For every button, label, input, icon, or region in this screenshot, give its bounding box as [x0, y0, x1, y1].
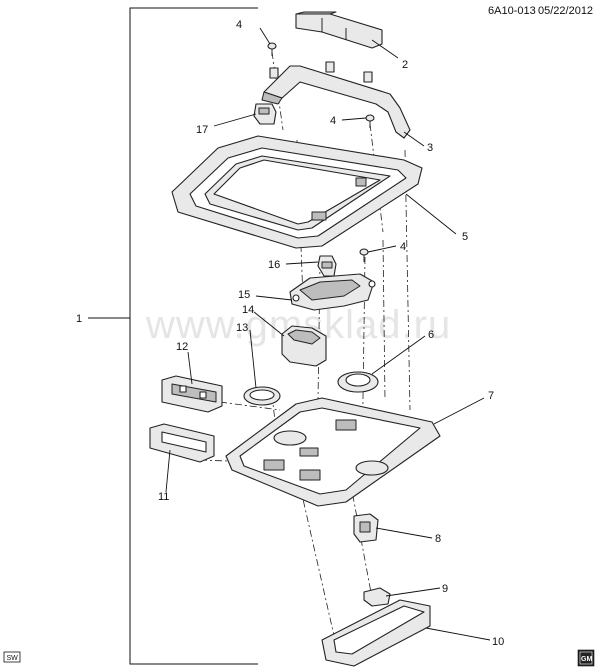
part-4-screw-b: [365, 114, 375, 128]
part-8-connector: [353, 513, 379, 543]
callout-4a: 4: [236, 19, 242, 31]
callout-17: 17: [196, 124, 208, 136]
callout-10: 10: [492, 636, 504, 648]
callout-13: 13: [236, 322, 248, 334]
part-14-switch: [281, 325, 327, 367]
callout-5: 5: [462, 231, 468, 243]
part-2-bracket: [295, 11, 383, 49]
callout-9: 9: [442, 583, 448, 595]
part-11-bezel: [149, 423, 215, 463]
callout-4c: 4: [400, 241, 406, 253]
callout-15: 15: [238, 289, 250, 301]
part-4-screw-c: [359, 248, 369, 262]
diagram-code: 6A10-013: [488, 5, 536, 17]
gm-logo: GM: [577, 649, 595, 667]
part-12-switch-panel: [161, 375, 223, 413]
callout-16: 16: [268, 259, 280, 271]
part-13-lens: [243, 386, 281, 406]
gm-logo-text: GM: [581, 656, 592, 663]
callout-1: 1: [76, 313, 82, 325]
callout-11: 11: [158, 491, 169, 503]
callout-14: 14: [242, 304, 254, 316]
part-3-frame-bracket: [261, 61, 411, 139]
part-10-cover: [321, 599, 431, 667]
diagram-date: 05/22/2012: [538, 5, 593, 17]
part-15-module: [289, 273, 376, 311]
callout-2: 2: [402, 59, 408, 71]
part-17-clip: [253, 103, 277, 125]
part-9-clip: [363, 587, 391, 607]
assembly-bracket: [88, 7, 258, 665]
part-7-console: [225, 397, 441, 507]
callout-12: 12: [176, 341, 188, 353]
callout-4b: 4: [330, 115, 336, 127]
callout-7: 7: [488, 390, 494, 402]
sw-badge: SW: [3, 651, 21, 663]
part-6-round-lamp: [337, 371, 379, 393]
callout-6: 6: [428, 329, 434, 341]
part-5-trim-ring: [171, 135, 423, 249]
callout-8: 8: [435, 533, 441, 545]
leader-lines: [165, 27, 491, 641]
sw-badge-text: SW: [7, 655, 19, 662]
callout-3: 3: [427, 142, 433, 154]
part-16-sensor: [317, 255, 337, 277]
part-4-screw-a: [267, 42, 277, 56]
